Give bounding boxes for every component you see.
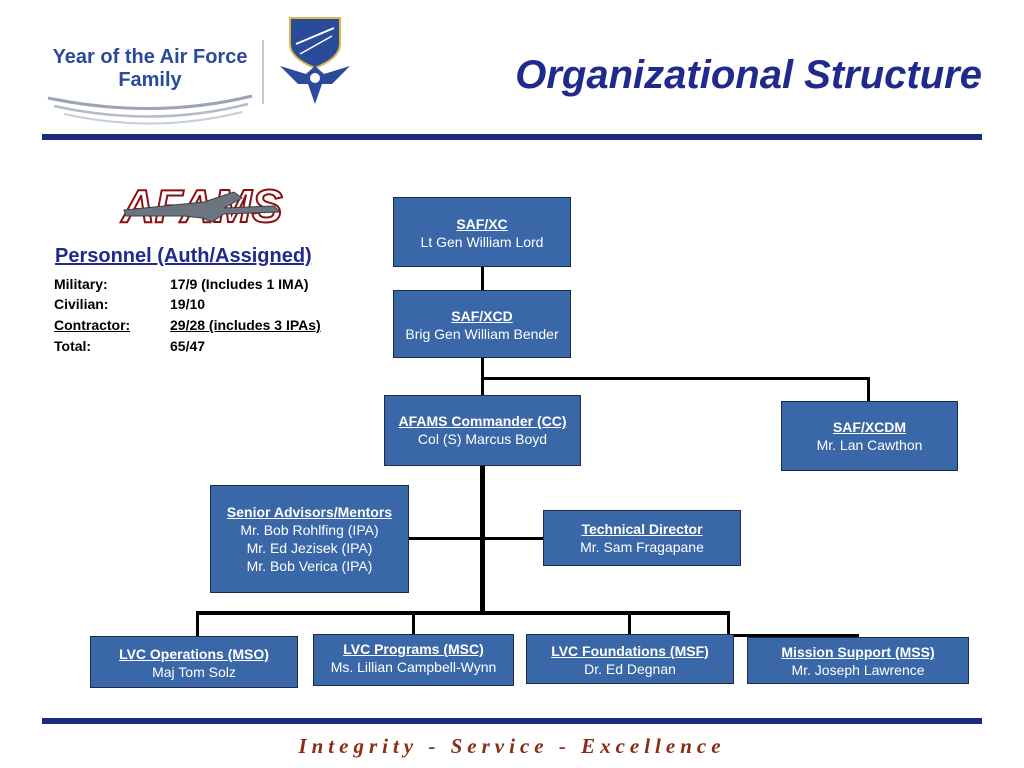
- org-box-saf-xc: SAF/XC Lt Gen William Lord: [393, 197, 571, 267]
- brand-wordmark: Year of the Air Force Family: [44, 46, 256, 92]
- org-box-saf-xcdm: SAF/XCDM Mr. Lan Cawthon: [781, 401, 958, 471]
- connector-bus-end: [727, 613, 730, 637]
- brand-swoosh: [47, 94, 253, 125]
- org-box-lvc-operations: LVC Operations (MSO) Maj Tom Solz: [90, 636, 298, 688]
- org-title: AFAMS Commander (CC): [398, 413, 567, 429]
- org-person: Mr. Joseph Lawrence: [791, 662, 925, 678]
- org-person: Dr. Ed Degnan: [584, 661, 676, 677]
- connector-branch-xcdm: [481, 377, 870, 380]
- header-divider: [262, 40, 264, 104]
- personnel-row-contractor: Contractor:29/28 (includes 3 IPAs): [54, 317, 321, 333]
- org-person: Brig Gen William Bender: [405, 326, 559, 342]
- connector-staff-offices: [408, 537, 544, 540]
- org-person: Mr. Bob Rohlfing (IPA): [240, 522, 379, 538]
- org-title: Technical Director: [581, 521, 703, 537]
- org-person: Mr. Ed Jezisek (IPA): [246, 540, 373, 556]
- org-box-technical-director: Technical Director Mr. Sam Fragapane: [543, 510, 741, 566]
- org-box-mission-support: Mission Support (MSS) Mr. Joseph Lawrenc…: [747, 637, 969, 684]
- connector-drop-msf: [628, 613, 631, 635]
- org-box-saf-xcd: SAF/XCD Brig Gen William Bender: [393, 290, 571, 358]
- air-force-emblem: [280, 17, 350, 104]
- connector-division-bus: [196, 611, 730, 615]
- connector-drop-msc: [412, 613, 415, 635]
- org-person: Col (S) Marcus Boyd: [417, 431, 548, 447]
- brand-line-2: Family: [118, 69, 182, 91]
- personnel-row-civilian: Civilian:19/10: [54, 296, 206, 312]
- footer-motto: Integrity - Service - Excellence: [298, 734, 726, 758]
- org-title: SAF/XC: [456, 216, 508, 232]
- connector-xcd-cc: [481, 357, 484, 396]
- personnel-row-military: Military:17/9 (Includes 1 IMA): [54, 276, 309, 292]
- connector-drop-mss: [856, 634, 859, 639]
- connector-xc-xcd: [481, 266, 484, 292]
- org-box-lvc-foundations: LVC Foundations (MSF) Dr. Ed Degnan: [526, 634, 734, 684]
- personnel-row-total: Total:65/47: [54, 338, 206, 354]
- org-person: Maj Tom Solz: [152, 664, 236, 680]
- brand-line-1: Year of the Air Force: [52, 46, 248, 68]
- org-title: LVC Operations (MSO): [119, 646, 269, 662]
- org-person: Mr. Bob Verica (IPA): [246, 558, 373, 574]
- connector-branch-mss: [727, 634, 859, 637]
- footer-rule: [42, 718, 982, 724]
- org-title: LVC Programs (MSC): [343, 641, 484, 657]
- connector-drop-mso: [196, 613, 199, 637]
- personnel-title: Personnel (Auth/Assigned): [55, 245, 312, 267]
- org-title: Senior Advisors/Mentors: [226, 504, 393, 520]
- org-box-senior-advisors: Senior Advisors/Mentors Mr. Bob Rohlfing…: [210, 485, 409, 593]
- org-person: Mr. Sam Fragapane: [580, 539, 704, 555]
- org-box-afams-commander: AFAMS Commander (CC) Col (S) Marcus Boyd: [384, 395, 581, 466]
- org-person: Ms. Lillian Campbell-Wynn: [330, 659, 497, 675]
- afams-logo: AFAMS: [120, 179, 284, 232]
- org-title: Mission Support (MSS): [781, 644, 935, 660]
- org-title: SAF/XCD: [451, 308, 513, 324]
- org-title: LVC Foundations (MSF): [551, 643, 709, 659]
- org-person: Mr. Lan Cawthon: [816, 437, 923, 453]
- page-title: Organizational Structure: [515, 53, 982, 97]
- org-title: SAF/XCDM: [832, 419, 907, 435]
- header-rule: [42, 134, 982, 140]
- org-box-lvc-programs: LVC Programs (MSC) Ms. Lillian Campbell-…: [313, 634, 514, 686]
- org-person: Lt Gen William Lord: [420, 234, 544, 250]
- connector-xcdm-drop: [867, 377, 870, 402]
